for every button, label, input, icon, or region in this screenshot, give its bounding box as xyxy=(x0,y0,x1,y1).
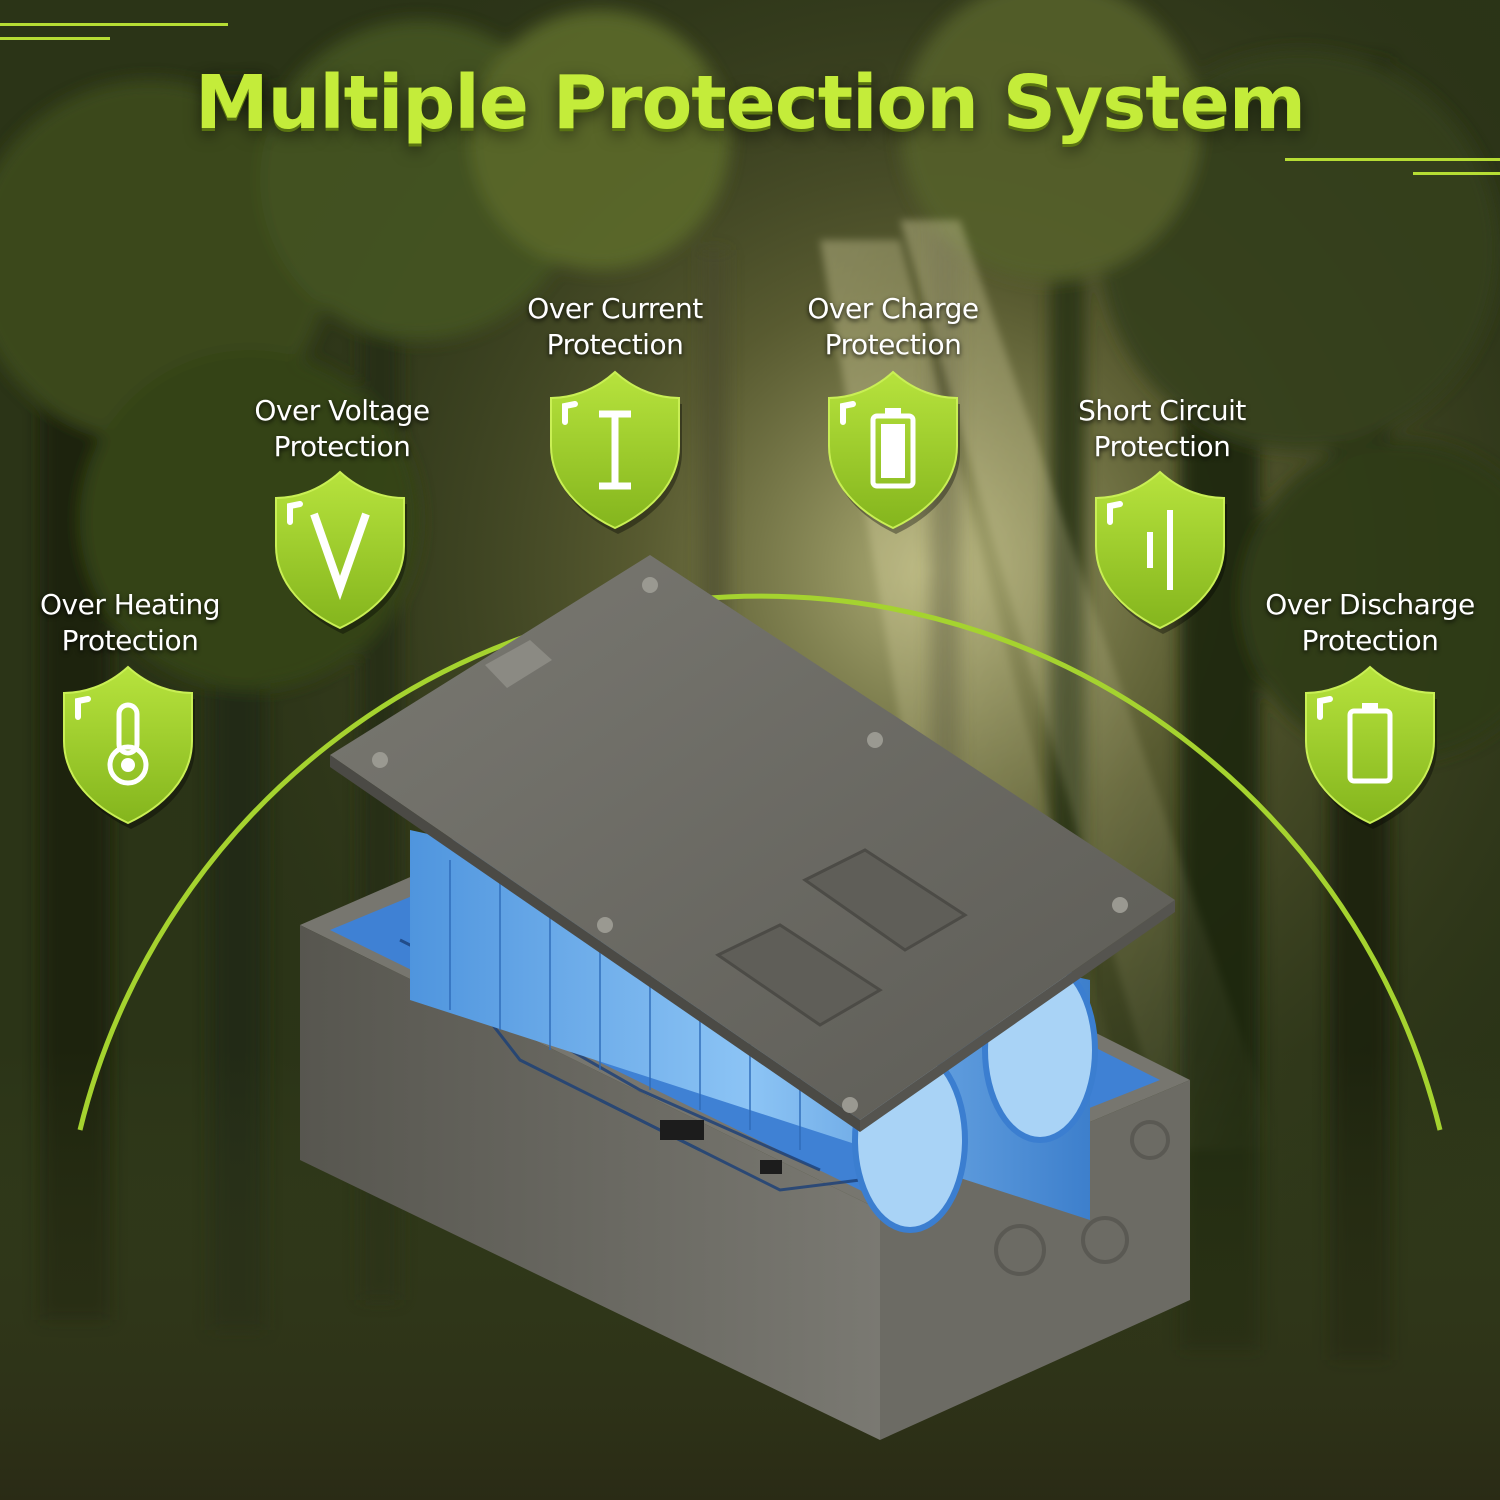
protection-shield xyxy=(63,665,195,829)
feature-label-line2: Protection xyxy=(1301,624,1439,657)
feature-label-over-current: Over Current Protection xyxy=(515,291,715,363)
shield-shape xyxy=(275,470,405,630)
protection-shield xyxy=(1305,665,1437,829)
protection-shield xyxy=(1095,470,1227,634)
feature-label-line2: Protection xyxy=(1093,430,1231,463)
thermometer-icon xyxy=(107,702,149,786)
feature-label-over-charge: Over Charge Protection xyxy=(793,291,993,363)
feature-label-over-discharge: Over Discharge Protection xyxy=(1255,587,1485,659)
page-title: Multiple Protection System xyxy=(195,60,1306,146)
shield-shape xyxy=(1305,665,1435,825)
decor-line-right-short xyxy=(1413,172,1500,175)
feature-label-line1: Over Current xyxy=(527,292,703,325)
feature-label-over-voltage: Over Voltage Protection xyxy=(242,393,442,465)
feature-label-line1: Over Discharge xyxy=(1265,588,1475,621)
feature-label-short-circuit: Short Circuit Protection xyxy=(1062,393,1262,465)
shield-shape xyxy=(1095,470,1225,630)
decor-line-top-left-short xyxy=(0,37,110,40)
battery-full-icon xyxy=(870,408,916,489)
feature-label-line1: Over Charge xyxy=(807,292,979,325)
battery-pack-illustration xyxy=(300,555,1190,1440)
protection-shield xyxy=(828,370,960,534)
decor-line-top-left xyxy=(0,23,228,26)
feature-label-line2: Protection xyxy=(61,624,199,657)
feature-label-line1: Over Voltage xyxy=(254,394,430,427)
feature-label-line1: Over Heating xyxy=(40,588,220,621)
feature-label-line2: Protection xyxy=(273,430,411,463)
short-circuit-icon xyxy=(1147,510,1173,590)
protection-shield xyxy=(550,370,682,534)
feature-label-line2: Protection xyxy=(546,328,684,361)
protection-shield xyxy=(275,470,407,634)
feature-label-line2: Protection xyxy=(824,328,962,361)
decor-line-right xyxy=(1285,158,1500,161)
voltage-v-icon xyxy=(310,512,370,601)
current-i-icon xyxy=(599,410,631,490)
feature-label-line1: Short Circuit xyxy=(1078,394,1246,427)
battery-empty-icon xyxy=(1347,703,1393,784)
feature-label-over-heating: Over Heating Protection xyxy=(30,587,230,659)
